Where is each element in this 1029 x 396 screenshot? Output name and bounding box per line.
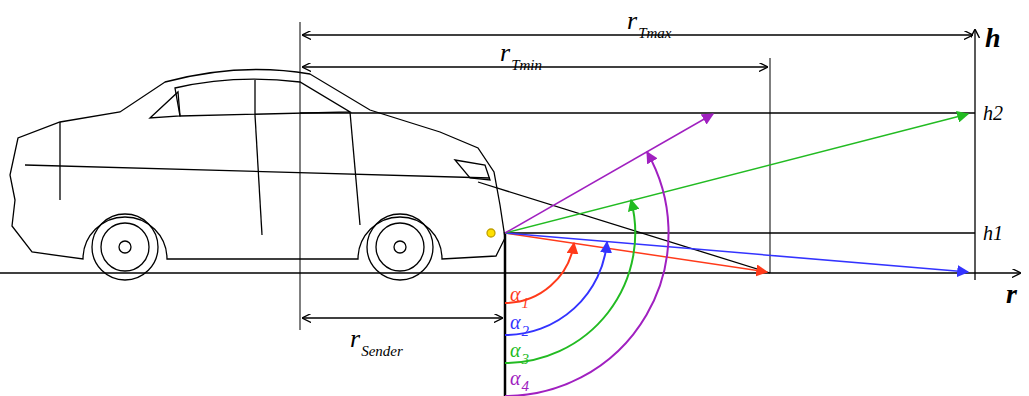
sensor-reference-line xyxy=(504,232,507,396)
h-axis xyxy=(974,30,975,280)
angle-subscript: 2 xyxy=(522,324,530,339)
dimension-subscript: Tmin xyxy=(511,58,542,73)
angle-arc xyxy=(505,242,607,335)
dimension-label: r xyxy=(500,40,510,66)
angle-subscript: 3 xyxy=(522,352,530,367)
angle-subscript: 1 xyxy=(522,296,530,311)
ray xyxy=(505,233,968,272)
r-axis xyxy=(0,272,1020,273)
angle-subscript: 4 xyxy=(522,379,530,394)
h2-line xyxy=(300,112,975,113)
angle-arc xyxy=(505,200,635,363)
dimension-subscript: Tmax xyxy=(638,26,671,41)
dimension-arrow xyxy=(303,317,502,318)
angle-label: α xyxy=(510,312,521,332)
height-label: h2 xyxy=(983,103,1003,123)
hood-sight-line xyxy=(478,182,770,273)
h1-line xyxy=(505,232,975,233)
dimension-subscript: Sender xyxy=(361,344,403,359)
car-drawing xyxy=(10,70,505,281)
axis-label: h xyxy=(985,24,1001,52)
angle-label: α xyxy=(510,340,521,360)
angle-label: α xyxy=(510,284,521,304)
angle-arc xyxy=(505,243,574,303)
ray xyxy=(505,114,713,233)
dimension-arrow xyxy=(303,34,972,35)
angle-label: α xyxy=(510,368,521,388)
angle-arc xyxy=(505,152,669,396)
dimension-label: r xyxy=(627,8,637,34)
reference-line xyxy=(300,22,301,330)
dimension-label: r xyxy=(350,326,360,352)
axis-label: r xyxy=(1006,280,1017,308)
height-label: h1 xyxy=(983,223,1003,243)
ray xyxy=(505,114,968,233)
